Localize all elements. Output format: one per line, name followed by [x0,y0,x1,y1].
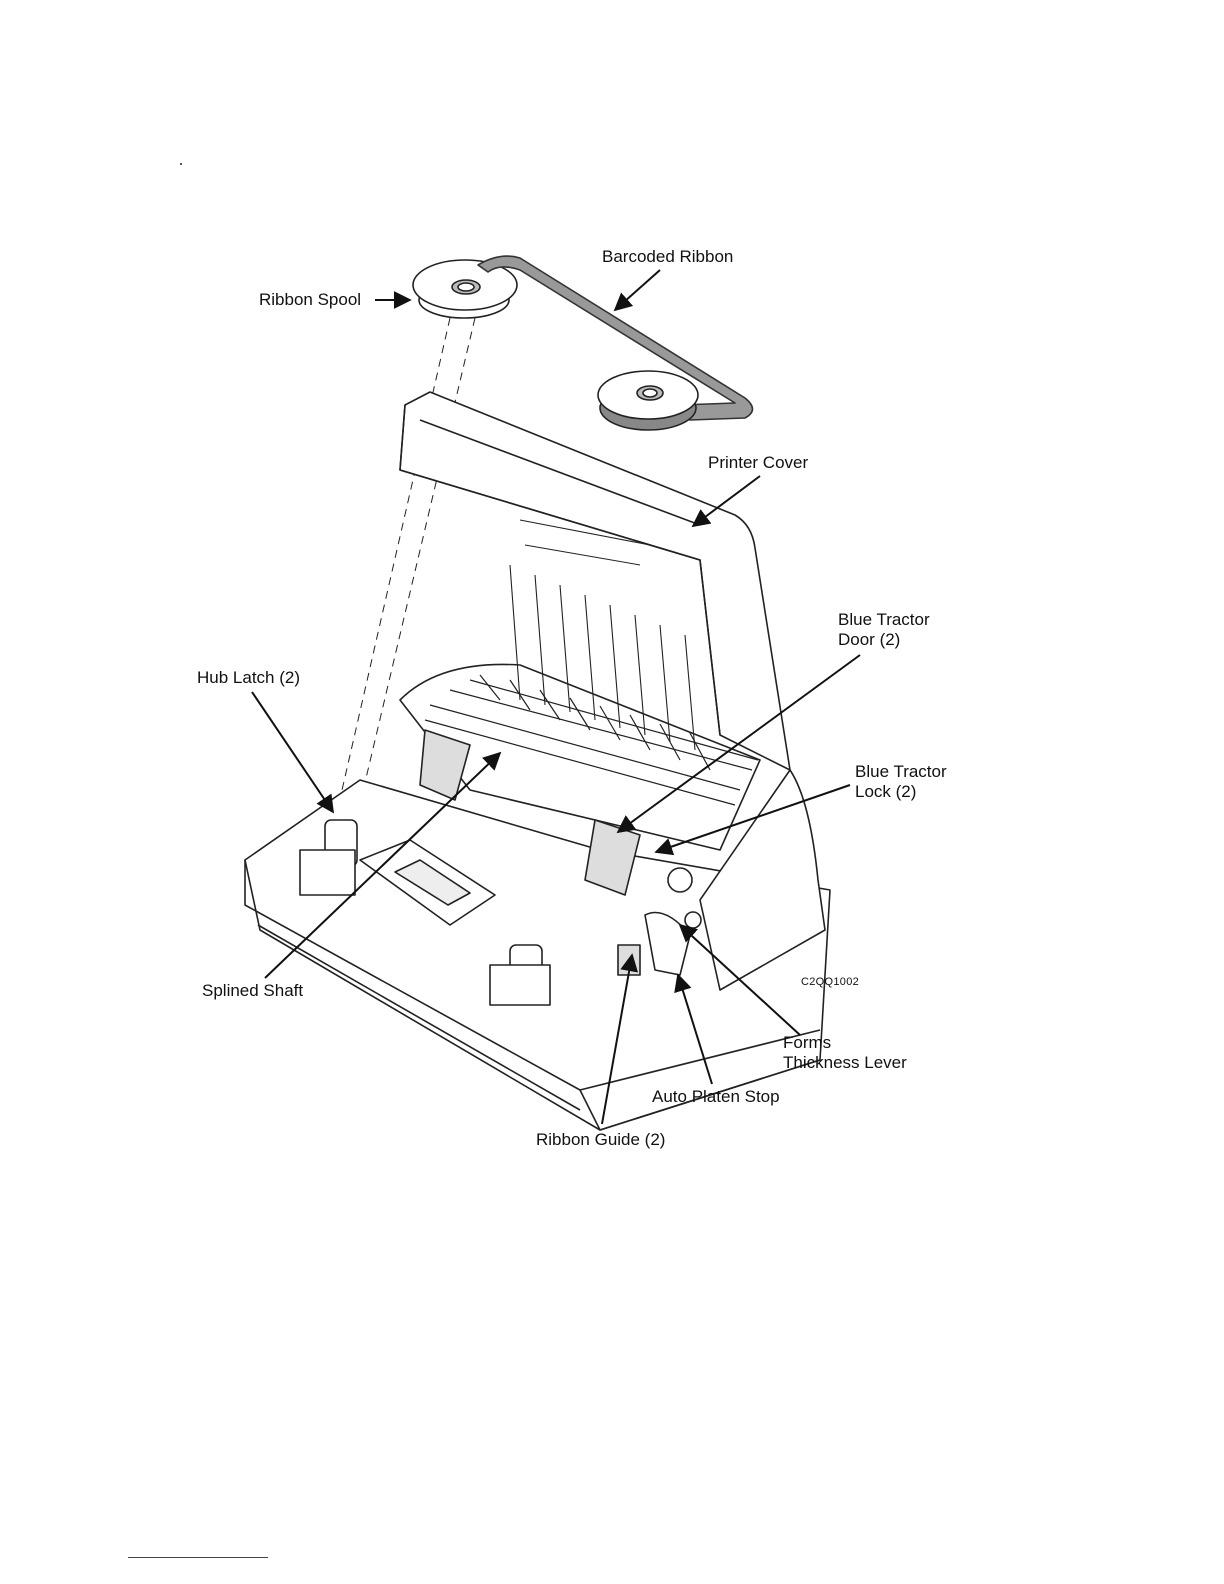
label-blue-tractor-lock: Blue Tractor Lock (2) [855,762,947,802]
label-hub-latch: Hub Latch (2) [197,668,300,688]
figure-code: C2QQ1002 [801,976,859,989]
label-forms-thickness-lever: Forms Thickness Lever [783,1033,907,1073]
label-ribbon-spool: Ribbon Spool [259,290,361,310]
leader-hub-latch [252,692,333,812]
ribbon-spool-top [413,260,517,318]
leader-barcoded-ribbon [615,270,660,310]
label-ribbon-guide: Ribbon Guide (2) [536,1130,665,1150]
label-auto-platen-stop: Auto Platen Stop [652,1087,780,1107]
label-barcoded-ribbon: Barcoded Ribbon [602,247,733,267]
label-splined-shaft: Splined Shaft [202,981,303,1001]
label-printer-cover: Printer Cover [708,453,808,473]
footer-rule [128,1557,268,1558]
label-blue-tractor-door: Blue Tractor Door (2) [838,610,930,650]
ribbon-spool-bottom [598,371,698,430]
